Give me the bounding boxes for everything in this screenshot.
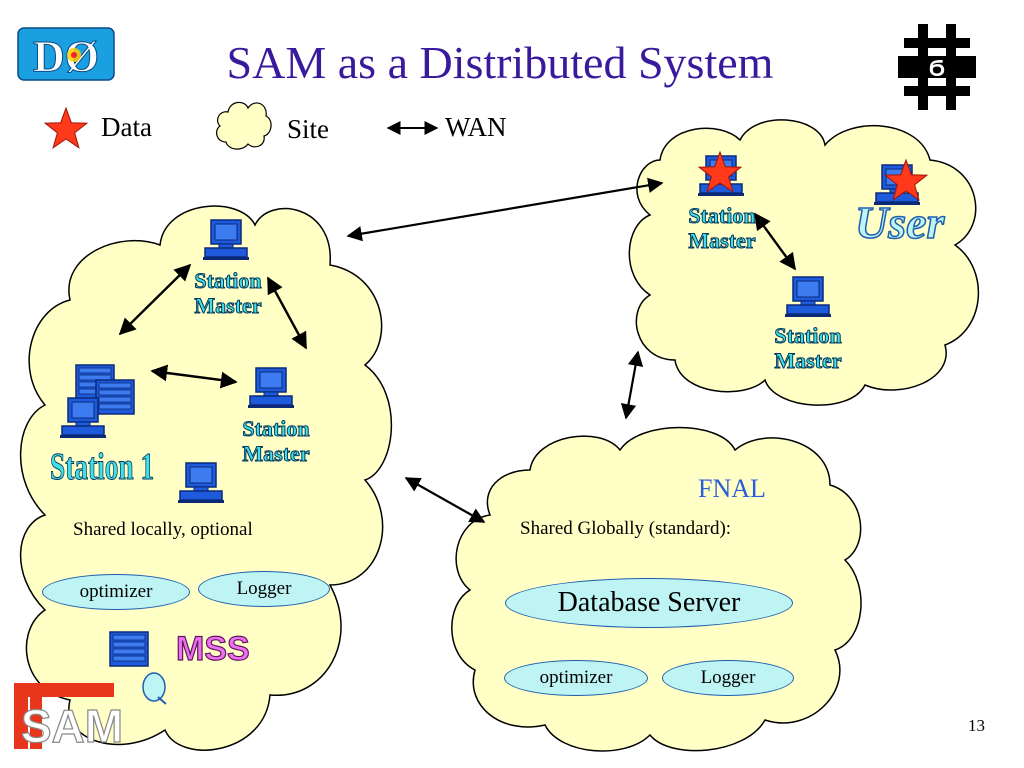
logger-oval-fnal: Logger <box>662 660 794 696</box>
optimizer-oval-fnal: optimizer <box>504 660 648 696</box>
legend-site-label: Site <box>287 114 330 144</box>
remote-station-master-label-a: Station Master <box>688 203 756 254</box>
optimizer-oval-left: optimizer <box>42 574 190 610</box>
shared-globally-text: Shared Globally (standard): <box>520 518 732 539</box>
legend-data-label: Data <box>101 112 152 142</box>
page-number: 13 <box>968 716 985 735</box>
fnal-site-label: FNAL <box>698 474 766 503</box>
arrow-sm-to-sm-right <box>266 276 308 350</box>
station-master-label-top: Station Master <box>194 268 262 319</box>
database-server-oval: Database Server <box>505 578 793 628</box>
svg-text:Ϭ: Ϭ <box>929 56 945 81</box>
user-label: User <box>854 196 945 249</box>
legend-data-star-icon <box>44 107 88 149</box>
d0-logo: DØ <box>17 27 115 82</box>
legend-wan-label: WAN <box>445 112 507 142</box>
page-title: SAM as a Distributed System <box>226 37 774 88</box>
svg-text:DØ: DØ <box>33 32 99 81</box>
shared-locally-text: Shared locally, optional <box>73 519 253 540</box>
wan-arrow-left-remote <box>346 177 664 242</box>
wan-arrow-left-fnal <box>404 477 486 523</box>
sam-logo: SAM <box>14 683 124 753</box>
svg-text:SAM: SAM <box>21 700 123 752</box>
logger-oval-left: Logger <box>198 571 330 607</box>
legend-site-cloud-icon <box>216 101 272 150</box>
mss-label: MSS <box>175 629 250 668</box>
mss-tape-icon <box>142 672 167 705</box>
arrow-station1-to-sm <box>150 364 238 389</box>
arrow-remote-sm-to-sm <box>754 212 796 271</box>
fermilab-logo: Ϭ <box>898 24 976 110</box>
mss-server-icon <box>109 631 149 667</box>
wan-arrow-remote-fnal <box>620 350 644 420</box>
remote-station-master-label-b: Station Master <box>774 323 842 374</box>
arrow-sm-to-station1 <box>118 263 192 336</box>
station1-label: Station 1 <box>50 446 155 489</box>
station-master-label-right: Station Master <box>242 416 310 467</box>
